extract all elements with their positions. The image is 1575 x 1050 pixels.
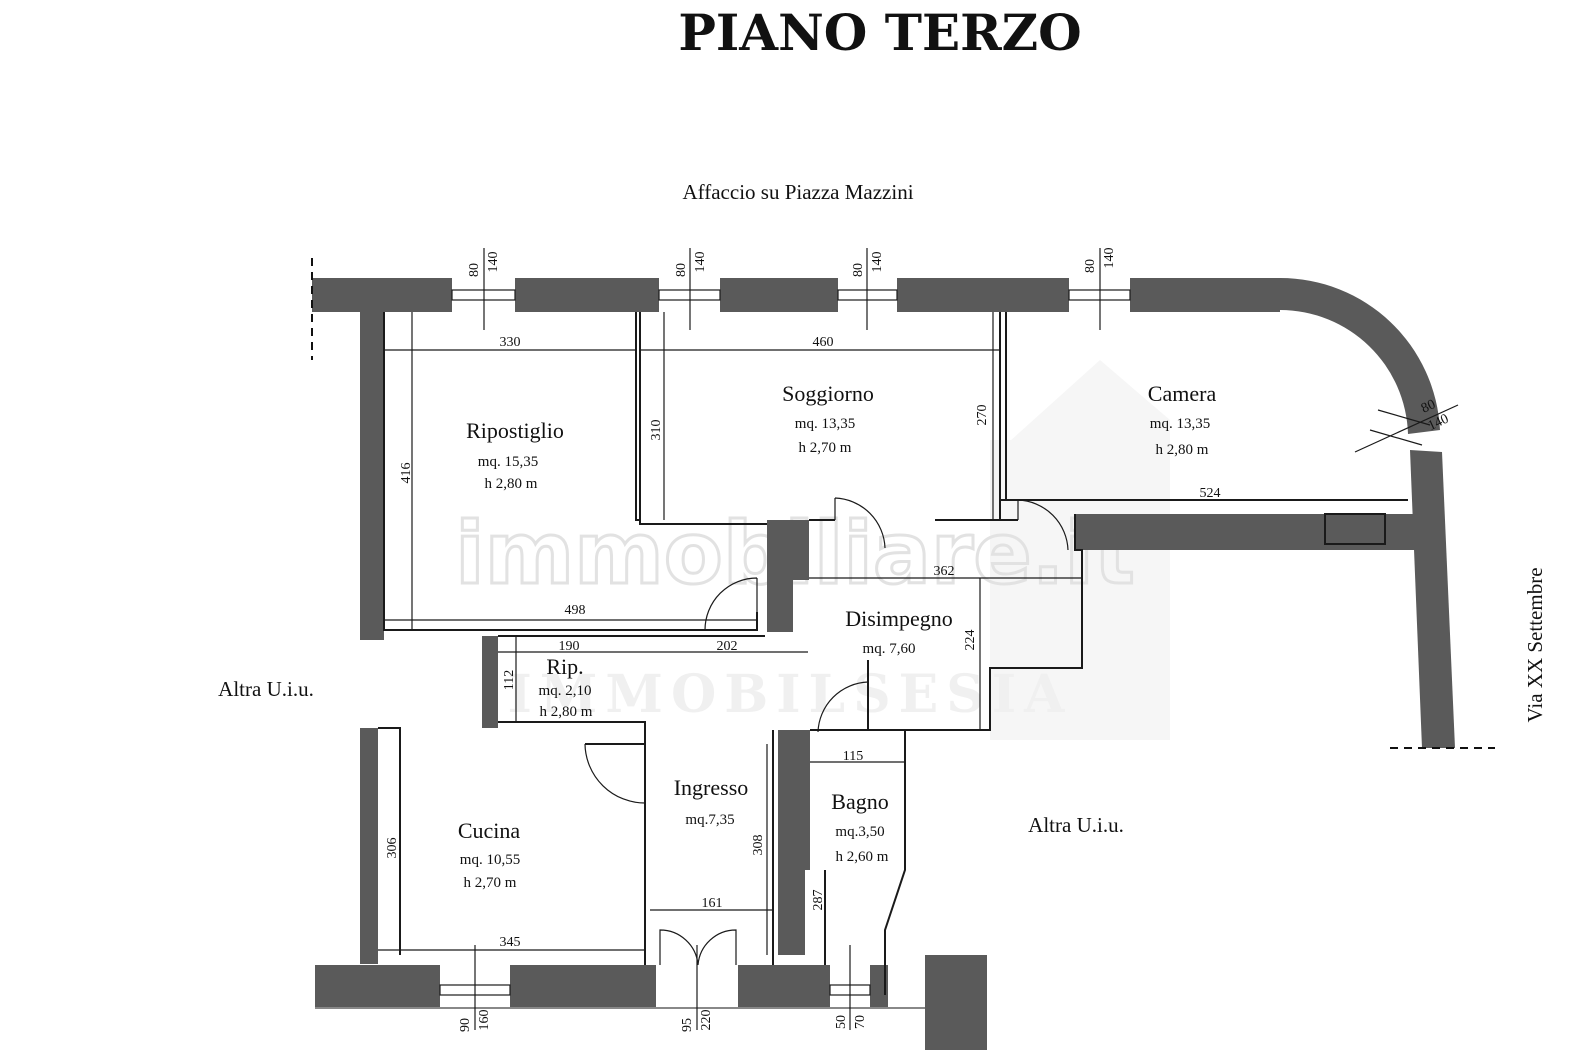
room-soggiorno: Soggiorno mq. 13,35 h 2,70 m xyxy=(782,381,874,456)
room-area: mq. 7,60 xyxy=(863,641,916,657)
balcony-3-span: 70 xyxy=(853,1015,868,1029)
room-name: Camera xyxy=(1148,381,1217,406)
window-2-span: 140 xyxy=(693,252,708,273)
room-height: h 2,80 m xyxy=(1156,442,1209,458)
street-top-label: Affaccio su Piazza Mazzini xyxy=(682,180,913,204)
dim-rip-depth: 112 xyxy=(502,670,517,690)
walls xyxy=(312,277,1455,1050)
opening-labels: 80 140 80 140 80 140 80 140 80 140 90 16… xyxy=(458,248,1451,1033)
plan-title: PIANO TERZO xyxy=(678,3,1081,62)
room-area: mq. 2,10 xyxy=(539,683,592,699)
room-height: h 2,70 m xyxy=(799,440,852,456)
room-height: h 2,60 m xyxy=(836,849,889,865)
window-5-width: 80 xyxy=(1419,397,1438,417)
window-3-width: 80 xyxy=(851,263,866,277)
room-name: Disimpegno xyxy=(845,606,953,631)
dim-ripostiglio-bottom: 498 xyxy=(565,603,586,618)
room-height: h 2,70 m xyxy=(464,875,517,891)
dim-ripostiglio-width: 330 xyxy=(500,335,521,350)
dim-soggiorno-width: 460 xyxy=(813,335,834,350)
window-2-width: 80 xyxy=(674,263,689,277)
dim-corridor: 202 xyxy=(717,639,738,654)
room-area: mq.7,35 xyxy=(685,812,734,828)
dim-disimpegno-depth: 224 xyxy=(963,630,978,651)
room-area: mq. 13,35 xyxy=(795,416,855,432)
neighbor-right-label: Altra U.i.u. xyxy=(1028,813,1124,837)
dim-bagno-width: 115 xyxy=(843,749,863,764)
balcony-2-span: 220 xyxy=(699,1010,714,1031)
boundary-lines xyxy=(311,258,1495,1009)
room-rip: Rip. mq. 2,10 h 2,80 m xyxy=(539,654,593,720)
dim-ingresso-width: 161 xyxy=(702,896,723,911)
room-name: Ripostiglio xyxy=(466,418,564,443)
dim-rip-width: 190 xyxy=(559,639,580,654)
balcony-1-span: 160 xyxy=(477,1010,492,1031)
room-name: Soggiorno xyxy=(782,381,874,406)
room-area: mq. 15,35 xyxy=(478,454,538,470)
room-ingresso: Ingresso mq.7,35 xyxy=(674,775,749,828)
dim-soggiorno-right: 270 xyxy=(975,405,990,426)
room-height: h 2,80 m xyxy=(540,704,593,720)
balcony-3-width: 50 xyxy=(834,1015,849,1029)
dimension-lines xyxy=(378,312,1408,955)
room-name: Rip. xyxy=(546,654,583,679)
window-4-span: 140 xyxy=(1102,248,1117,269)
room-height: h 2,80 m xyxy=(485,476,538,492)
room-name: Ingresso xyxy=(674,775,749,800)
dim-cucina-width: 345 xyxy=(500,935,521,950)
room-name: Bagno xyxy=(831,789,888,814)
balcony-1-width: 90 xyxy=(458,1018,473,1032)
dim-disimpegno-width: 362 xyxy=(934,564,955,579)
room-camera: Camera mq. 13,35 h 2,80 m xyxy=(1148,381,1217,458)
doors xyxy=(584,497,1069,966)
window-4-width: 80 xyxy=(1083,259,1098,273)
dim-soggiorno-left: 310 xyxy=(649,420,664,441)
room-disimpegno: Disimpegno mq. 7,60 xyxy=(845,606,953,657)
street-right-label: Via XX Settembre xyxy=(1523,567,1547,722)
room-area: mq. 10,55 xyxy=(460,852,520,868)
dim-bagno-depth: 287 xyxy=(811,890,826,911)
dim-camera-width: 524 xyxy=(1200,486,1221,501)
room-area: mq.3,50 xyxy=(835,824,884,840)
room-ripostiglio: Ripostiglio mq. 15,35 h 2,80 m xyxy=(466,418,564,492)
window-1-span: 140 xyxy=(486,252,501,273)
dim-ripostiglio-depth: 416 xyxy=(399,463,414,484)
neighbor-left-label: Altra U.i.u. xyxy=(218,677,314,701)
dim-cucina-depth: 306 xyxy=(385,838,400,859)
room-cucina: Cucina mq. 10,55 h 2,70 m xyxy=(458,818,521,891)
window-1-width: 80 xyxy=(467,263,482,277)
window-3-span: 140 xyxy=(870,252,885,273)
room-bagno: Bagno mq.3,50 h 2,60 m xyxy=(831,789,889,865)
watermark-subtext: IMMOBILSESIA xyxy=(508,664,1073,725)
dim-ingresso-depth: 308 xyxy=(751,835,766,856)
room-area: mq. 13,35 xyxy=(1150,416,1210,432)
dimension-labels: 330 460 416 310 270 524 498 362 224 190 … xyxy=(385,335,1221,950)
balcony-2-width: 95 xyxy=(680,1018,695,1032)
windows xyxy=(439,248,1459,1030)
room-name: Cucina xyxy=(458,818,521,843)
